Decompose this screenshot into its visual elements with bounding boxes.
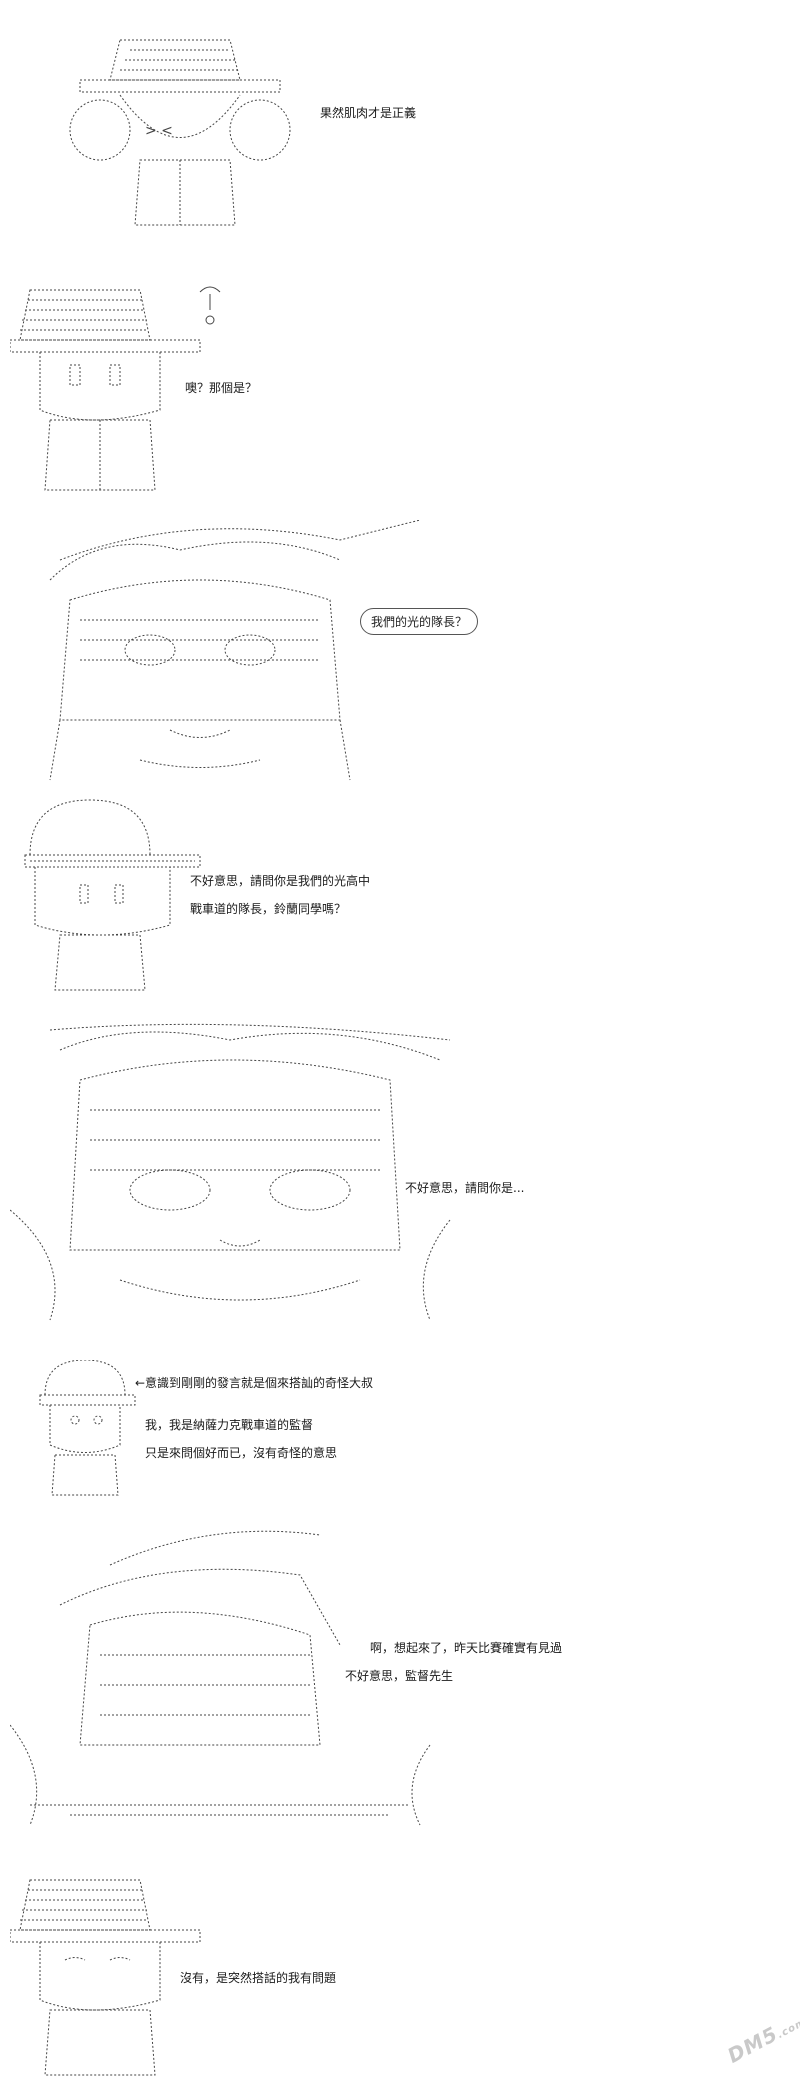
- character-art-girl-closeup: [10, 1020, 460, 1335]
- surprise-mark-icon: [195, 282, 225, 332]
- panel-4: 不好意思，請問你是我們的光高中 戰車道的隊長，鈴蘭同學嗎？: [0, 795, 800, 1000]
- character-art-girl: [40, 520, 420, 785]
- dialogue-line: 不好意思，請問你是我們的光高中: [190, 874, 371, 888]
- panel-7: 啊，想起來了，昨天比賽確實有見過 不好意思，監督先生: [0, 1525, 800, 1835]
- panel-3: 我們的光的隊長？: [0, 520, 800, 790]
- character-art-cap-man: [20, 795, 205, 995]
- bubble-text: 我們的光的隊長？: [371, 615, 468, 629]
- panel-1: > < 果然肌肉才是正義: [0, 10, 800, 250]
- character-art-cap-man: [10, 1860, 210, 2080]
- dialogue-line: 只是來問個好而已，沒有奇怪的意思: [145, 1446, 338, 1460]
- dialogue-line: 啊，想起來了，昨天比賽確實有見過: [370, 1641, 563, 1655]
- svg-text:> <: > <: [145, 123, 173, 139]
- panel-8: 沒有，是突然搭話的我有問題: [0, 1860, 800, 2080]
- dialogue-line: 果然肌肉才是正義: [320, 106, 417, 120]
- dialogue-line: 不好意思，監督先生: [345, 1669, 454, 1683]
- dialogue-line: ←意識到剛剛的發言就是個來搭訕的奇怪大叔: [135, 1376, 374, 1390]
- speech-bubble: 我們的光的隊長？: [360, 608, 479, 635]
- panel-2: 噢？那個是？: [0, 270, 800, 500]
- dialogue-line: 沒有，是突然搭話的我有問題: [180, 1971, 337, 1985]
- character-art-cap-man: [10, 270, 210, 495]
- dialogue-line: 戰車道的隊長，鈴蘭同學嗎？: [190, 902, 347, 916]
- character-art-girl-bow: [10, 1525, 440, 1830]
- panel-6: ←意識到剛剛的發言就是個來搭訕的奇怪大叔 我，我是納薩力克戰車道的監督 只是來問…: [0, 1355, 800, 1515]
- character-art-cap-man-small: [30, 1360, 140, 1500]
- panel-5: 不好意思，請問你是...: [0, 1020, 800, 1340]
- dialogue-line: 噢？那個是？: [185, 381, 258, 395]
- dialogue-line: 不好意思，請問你是...: [405, 1181, 525, 1195]
- character-art-cap-man: > <: [60, 10, 330, 240]
- dialogue-line: 我，我是納薩力克戰車道的監督: [145, 1418, 314, 1432]
